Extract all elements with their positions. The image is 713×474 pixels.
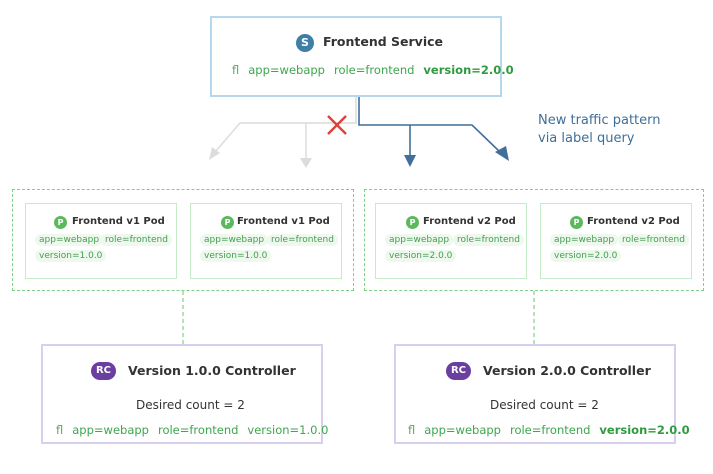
annotation-line-1: New traffic pattern — [538, 113, 661, 128]
pod-label-app: app=webapp — [35, 234, 104, 246]
controller-v2[interactable]: RC Version 2.0.0 Controller Desired coun… — [394, 344, 690, 444]
service-title: Frontend Service — [323, 34, 444, 49]
pod-label-app: app=webapp — [200, 234, 269, 246]
pod-label-app: app=webapp — [385, 234, 454, 246]
controller-label-role: role=frontend — [157, 423, 239, 437]
pod-title: Frontend v1 Pod — [72, 216, 165, 227]
pod-v1-b[interactable]: P Frontend v1 Pod app=webapp role=fronte… — [190, 203, 342, 279]
frontend-service-box[interactable]: S Frontend Service fl app=webapp role=fron… — [210, 16, 514, 97]
pod-label-role: role=frontend — [101, 234, 172, 246]
old-route-line — [214, 97, 357, 153]
rc-badge-icon: RC — [446, 362, 471, 380]
new-arrowhead-mid — [404, 155, 416, 167]
controller-count: Desired count = 2 — [136, 398, 245, 412]
pod-label-role: role=frontend — [267, 234, 338, 246]
controller-label-app: app=webapp — [72, 423, 149, 437]
controller-label-app: app=webapp — [424, 423, 501, 437]
rc-badge-icon: RC — [91, 362, 116, 380]
old-traffic-arrows — [214, 97, 357, 160]
controller-labels: fl app=webapp role=frontend version=1.0.0 — [56, 423, 337, 437]
selector-icon: fl — [232, 63, 240, 77]
new-route-line — [358, 97, 501, 153]
controller-v1[interactable]: RC Version 1.0.0 Controller Desired coun… — [41, 344, 328, 444]
pod-v2-b[interactable]: P Frontend v2 Pod app=webapp role=fronte… — [540, 203, 692, 279]
pod-badge-icon: P — [221, 216, 234, 229]
controller-title: Version 2.0.0 Controller — [483, 363, 651, 378]
controller-count: Desired count = 2 — [490, 398, 599, 412]
pod-title: Frontend v1 Pod — [237, 216, 330, 227]
annotation-line-2: via label query — [538, 131, 635, 146]
traffic-annotation: New traffic pattern via label query — [538, 112, 661, 148]
selector-icon: fl — [408, 423, 416, 437]
pod-label-version: version=1.0.0 — [35, 250, 107, 262]
pod-v2-a[interactable]: P Frontend v2 Pod app=webapp role=fronte… — [375, 203, 527, 279]
pod-label-version: version=1.0.0 — [200, 250, 272, 262]
service-label-app: app=webapp — [248, 63, 325, 77]
controller-label-role: role=frontend — [509, 423, 591, 437]
service-labels: fl app=webapp role=frontend version=2.0.0 — [232, 63, 523, 77]
pod-label-role: role=frontend — [618, 234, 689, 246]
pod-label-version: version=2.0.0 — [385, 250, 457, 262]
service-label-role: role=frontend — [333, 63, 415, 77]
service-label-version: version=2.0.0 — [423, 63, 514, 77]
pod-label-role: role=frontend — [453, 234, 524, 246]
service-badge-icon: S — [296, 34, 314, 52]
pod-badge-icon: P — [406, 216, 419, 229]
pod-group-v1 — [12, 189, 354, 291]
controller-label-version: version=2.0.0 — [599, 423, 690, 437]
controller-labels: fl app=webapp role=frontend version=2.0.0 — [408, 423, 699, 437]
pod-badge-icon: P — [570, 216, 583, 229]
old-arrowhead-mid — [300, 158, 312, 168]
pod-v1-a[interactable]: P Frontend v1 Pod app=webapp role=fronte… — [25, 203, 177, 279]
selector-icon: fl — [56, 423, 64, 437]
pod-badge-icon: P — [54, 216, 67, 229]
pod-label-version: version=2.0.0 — [550, 250, 622, 262]
new-arrowhead-right — [495, 146, 509, 161]
old-arrowhead-left — [209, 147, 220, 160]
pod-group-v2 — [364, 189, 704, 291]
pod-title: Frontend v2 Pod — [423, 216, 516, 227]
blocked-x-icon — [327, 115, 347, 135]
controller-title: Version 1.0.0 Controller — [128, 363, 296, 378]
new-traffic-arrows — [358, 97, 501, 156]
controller-label-version: version=1.0.0 — [247, 423, 329, 437]
pod-title: Frontend v2 Pod — [587, 216, 680, 227]
pod-label-app: app=webapp — [550, 234, 619, 246]
